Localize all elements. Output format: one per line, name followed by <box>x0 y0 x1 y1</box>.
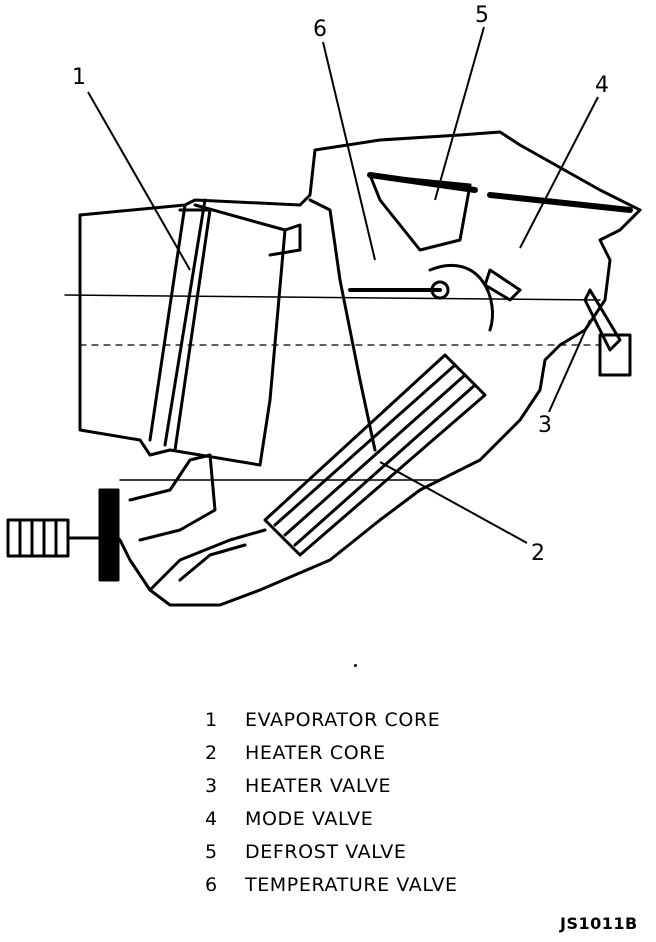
legend-label: DEFROST VALVE <box>245 840 407 863</box>
evaporator-core <box>148 198 212 452</box>
legend-number: 5 <box>205 840 218 863</box>
legend-item: 3 HEATER VALVE <box>205 769 545 802</box>
leader-4 <box>519 96 599 249</box>
callout-1: 1 <box>72 65 86 90</box>
callout-2: 2 <box>531 541 545 566</box>
legend-label: MODE VALVE <box>245 807 374 830</box>
evaporator-case <box>78 203 287 467</box>
hose-rings <box>18 518 58 558</box>
lower-duct-inner <box>178 543 247 582</box>
heater-valve-connector <box>598 333 632 377</box>
legend-item: 1 EVAPORATOR CORE <box>205 703 545 736</box>
inner-partition <box>268 223 302 257</box>
leader-5 <box>434 26 485 201</box>
heater-core <box>263 353 487 557</box>
legend-number: 2 <box>205 741 218 764</box>
hose-fitting <box>6 518 70 558</box>
centerline-horizontal <box>64 294 601 301</box>
leader-3 <box>548 319 591 413</box>
leader-6 <box>322 41 376 261</box>
heater-valve-body <box>583 288 622 352</box>
legend-item: 6 TEMPERATURE VALVE <box>205 868 545 901</box>
mode-valve-door <box>487 192 633 213</box>
legend-number: 4 <box>205 807 218 830</box>
callout-3: 3 <box>538 413 552 438</box>
blend-curve <box>428 263 494 332</box>
callout-4: 4 <box>595 73 609 98</box>
legend-number: 1 <box>205 708 218 731</box>
leader-2 <box>379 461 528 544</box>
legend-label: HEATER VALVE <box>245 774 392 797</box>
heater-core-fins <box>273 363 477 547</box>
legend-label: TEMPERATURE VALVE <box>245 873 458 896</box>
stray-dot <box>354 664 357 667</box>
leader-1 <box>87 91 191 271</box>
legend-item: 5 DEFROST VALVE <box>205 835 545 868</box>
defrost-door <box>367 172 478 193</box>
callout-5: 5 <box>475 3 489 28</box>
figure-id: JS1011B <box>560 914 638 933</box>
callout-6: 6 <box>313 17 327 42</box>
housing-outline <box>78 130 642 607</box>
lower-duct <box>148 528 267 592</box>
parts-legend: 1 EVAPORATOR CORE 2 HEATER CORE 3 HEATER… <box>205 703 545 901</box>
flange <box>98 488 120 582</box>
legend-label: HEATER CORE <box>245 741 386 764</box>
inner-wall <box>308 198 377 452</box>
mode-arm <box>483 268 522 302</box>
legend-number: 6 <box>205 873 218 896</box>
legend-label: EVAPORATOR CORE <box>245 708 441 731</box>
legend-number: 3 <box>205 774 218 797</box>
legend-item: 2 HEATER CORE <box>205 736 545 769</box>
legend-item: 4 MODE VALVE <box>205 802 545 835</box>
heater-pipes <box>128 453 217 542</box>
defrost-valve-shape <box>368 173 472 252</box>
